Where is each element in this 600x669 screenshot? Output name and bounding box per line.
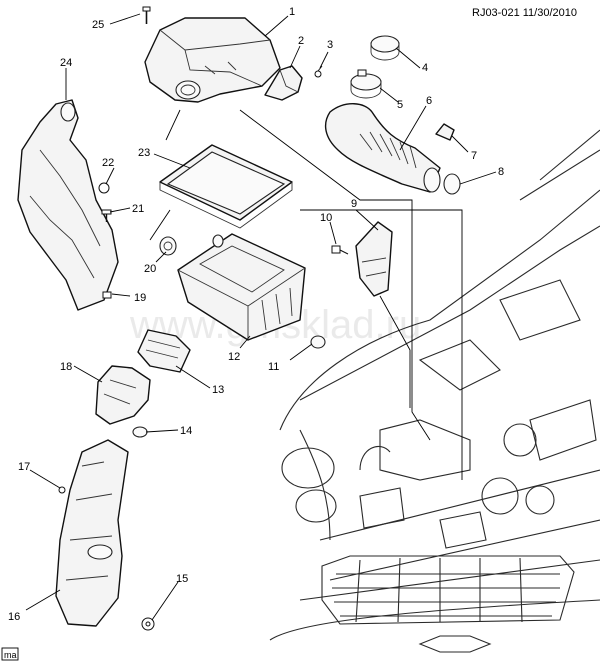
clip-17 <box>58 486 66 494</box>
callout-16: 16 <box>8 611 20 623</box>
air-cleaner-cover <box>144 17 281 103</box>
callout-25: 25 <box>92 19 104 31</box>
plug-housing <box>212 234 224 248</box>
bracket-9 <box>355 221 393 297</box>
callout-9: 9 <box>351 198 357 210</box>
callout-24: 24 <box>60 57 72 69</box>
clamp-8 <box>443 173 461 195</box>
callout-14: 14 <box>180 425 192 437</box>
callout-leaders <box>25 13 497 621</box>
screw-25 <box>142 6 151 24</box>
callout-21: 21 <box>132 203 144 215</box>
air-filter-element <box>159 144 293 229</box>
clip-19 <box>102 291 112 299</box>
callout-19: 19 <box>134 292 146 304</box>
callout-10: 10 <box>320 212 332 224</box>
callout-12: 12 <box>228 351 240 363</box>
grommet-22 <box>98 182 110 194</box>
callout-20: 20 <box>144 263 156 275</box>
callout-6: 6 <box>426 95 432 107</box>
callout-18: 18 <box>60 361 72 373</box>
drain-cap-11 <box>310 335 326 349</box>
air-intake-hose <box>324 103 441 193</box>
location-lines <box>149 109 463 480</box>
air-inlet-duct-24 <box>17 99 119 311</box>
source-badge: ma <box>1 647 19 661</box>
bolt-10 <box>331 245 349 255</box>
callout-23: 23 <box>138 147 150 159</box>
clamp-4 <box>370 35 400 61</box>
vehicle-engine-bay <box>269 129 600 653</box>
grommet-20 <box>159 236 177 256</box>
callout-22: 22 <box>102 157 114 169</box>
callout-11: 11 <box>268 361 279 373</box>
callout-2: 2 <box>298 35 304 47</box>
callout-4: 4 <box>422 62 428 74</box>
duct-seal-13 <box>137 329 191 373</box>
callout-5: 5 <box>397 99 403 111</box>
callout-8: 8 <box>498 166 504 178</box>
diagram-reference: RJ03-021 11/30/2010 <box>472 7 577 19</box>
callout-7: 7 <box>471 150 477 162</box>
air-cleaner-housing-lower <box>177 233 306 341</box>
fitting-7 <box>435 123 455 141</box>
callout-3: 3 <box>327 39 333 51</box>
resonator-18 <box>95 365 151 425</box>
callout-1: 1 <box>289 6 295 18</box>
callout-15: 15 <box>176 573 188 585</box>
mass-air-flow-sensor <box>264 65 303 101</box>
callout-13: 13 <box>212 384 224 396</box>
nut-15 <box>141 617 155 631</box>
callout-17: 17 <box>18 461 30 473</box>
callout-numbers: 1 2 3 4 5 6 7 8 9 10 11 12 13 14 15 16 1… <box>8 6 504 623</box>
clamp-5 <box>350 69 382 99</box>
grommet-14 <box>132 426 148 438</box>
badge-label: ma <box>4 650 17 660</box>
screw-3 <box>314 65 323 78</box>
air-intake-duct-16 <box>55 439 129 627</box>
